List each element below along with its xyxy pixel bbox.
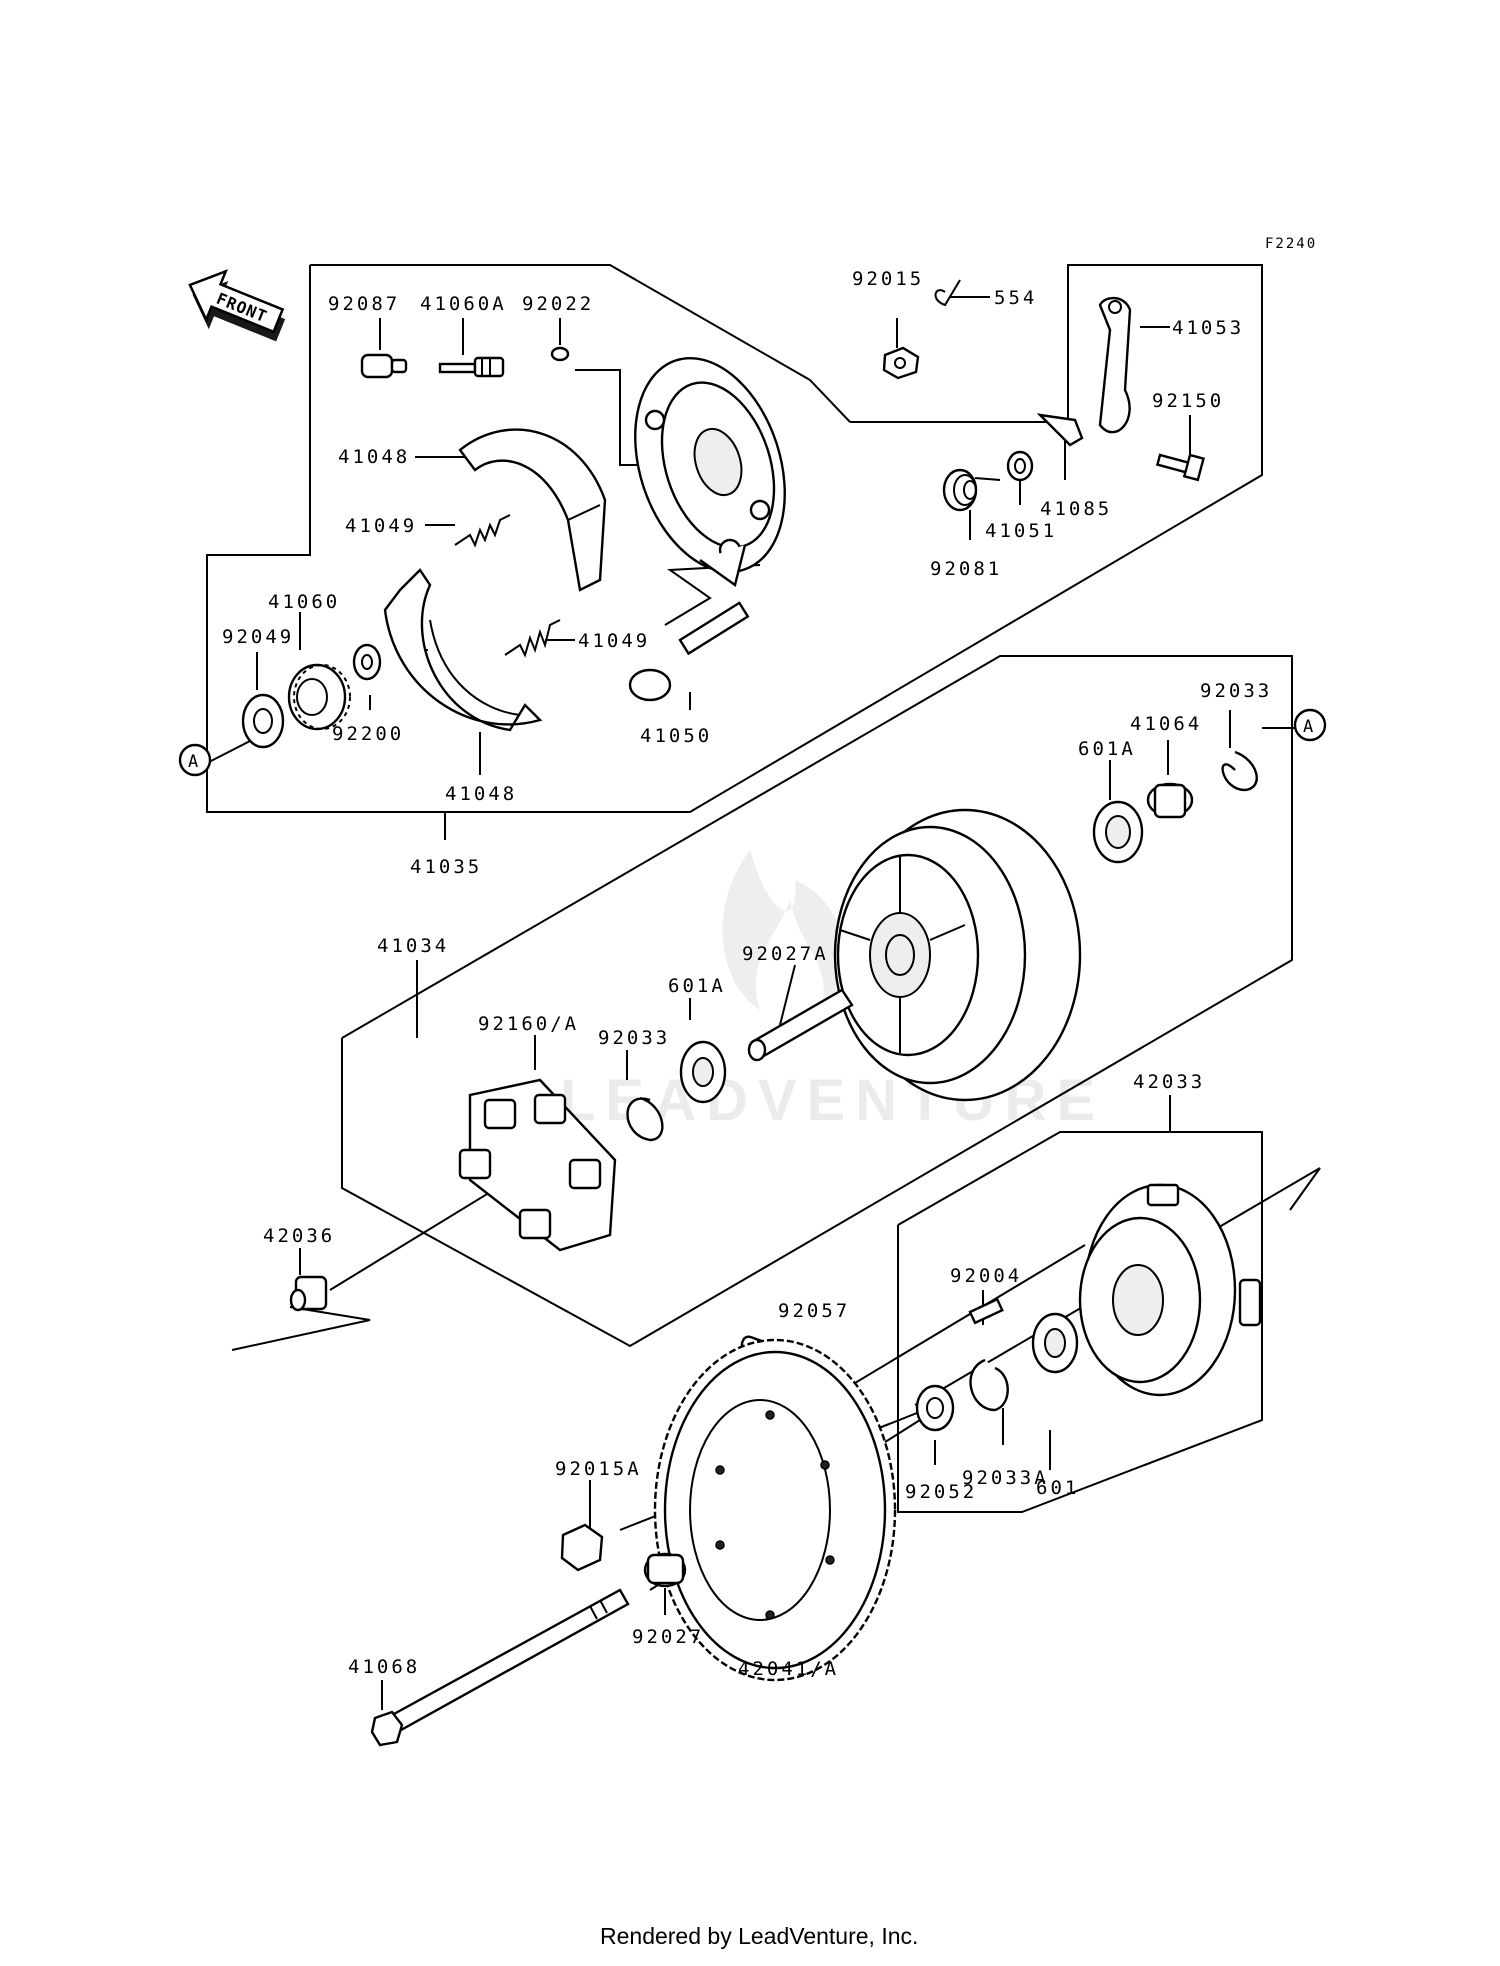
part-92022-shape <box>550 346 570 362</box>
label-554: 554 <box>994 287 1037 309</box>
part-92160a-damper-shape <box>458 1078 617 1252</box>
part-42033-coupling-shape <box>1078 1183 1262 1397</box>
label-92087: 92087 <box>328 293 400 315</box>
part-92150-shape <box>1155 453 1205 482</box>
part-92052-shape <box>915 1384 955 1432</box>
label-92022: 92022 <box>522 293 594 315</box>
label-41060a: 41060A <box>420 293 507 315</box>
ref-marker-a-left: A <box>178 743 212 777</box>
label-92200: 92200 <box>332 723 404 745</box>
part-92033-right-shape <box>1221 750 1258 792</box>
label-92033-left: 92033 <box>598 1027 670 1049</box>
label-92027a: 92027A <box>742 943 829 965</box>
part-42041a-sprocket-shape <box>653 1338 897 1682</box>
label-92150: 92150 <box>1152 390 1224 412</box>
label-92033-right: 92033 <box>1200 680 1272 702</box>
part-92049-shape <box>241 693 285 749</box>
label-601a-right: 601A <box>1078 738 1136 760</box>
label-92052: 92052 <box>905 1481 977 1503</box>
part-41050-shape <box>628 601 750 702</box>
footer-credit: Rendered by LeadVenture, Inc. <box>600 1923 918 1949</box>
label-92160a: 92160/A <box>478 1013 579 1035</box>
part-41064-shape <box>1146 782 1194 819</box>
label-41050: 41050 <box>640 725 712 747</box>
label-41048-upper: 41048 <box>338 446 410 468</box>
part-41053-shape <box>1098 296 1132 434</box>
part-labels: 92087 41060A 92022 92015 554 41053 92150… <box>222 268 1272 1680</box>
label-41034: 41034 <box>377 935 449 957</box>
label-42036: 42036 <box>263 1225 335 1247</box>
label-41048-lower: 41048 <box>445 783 517 805</box>
label-42041a: 42041/A <box>738 1658 839 1680</box>
part-42036-shape <box>289 1275 328 1312</box>
label-41049-upper: 41049 <box>345 515 417 537</box>
part-shapes: A A <box>178 279 1327 1747</box>
part-41068-axle-shape <box>370 1588 630 1747</box>
part-41060-shape <box>287 663 351 731</box>
part-92004-shape <box>968 1297 1004 1325</box>
part-41034-wheel-hub-shape <box>833 808 1082 1102</box>
part-92015-shape <box>882 346 920 380</box>
diagram-code: F2240 <box>1265 236 1317 252</box>
label-41053: 41053 <box>1172 317 1244 339</box>
part-601a-right-shape <box>1092 800 1144 864</box>
label-41051: 41051 <box>985 520 1057 542</box>
label-41060: 41060 <box>268 591 340 613</box>
part-41085-shape <box>1036 413 1084 447</box>
svg-text:A: A <box>1303 717 1313 737</box>
part-601a-left-shape <box>679 1040 727 1104</box>
part-41060a-shape <box>438 356 505 378</box>
group-outlines <box>206 264 1293 1513</box>
part-92015a-shape <box>560 1523 604 1572</box>
label-92057: 92057 <box>778 1300 850 1322</box>
label-601: 601 <box>1036 1477 1079 1499</box>
part-601-shape <box>1031 1312 1079 1374</box>
part-41049-upper-spring-shape <box>454 514 511 548</box>
label-42033: 42033 <box>1133 1071 1205 1093</box>
label-92027: 92027 <box>632 1626 704 1648</box>
part-92087-shape <box>360 353 408 379</box>
part-92033-left-shape <box>626 1096 664 1142</box>
front-arrow-icon: FRONT <box>188 269 286 342</box>
part-92027-shape <box>643 1552 687 1588</box>
label-92015: 92015 <box>852 268 924 290</box>
label-41049-lower: 41049 <box>578 630 650 652</box>
part-92200-shape <box>352 643 382 681</box>
part-92027a-shape <box>747 988 854 1062</box>
svg-text:A: A <box>188 752 198 772</box>
label-92004: 92004 <box>950 1265 1022 1287</box>
label-92015a: 92015A <box>555 1458 642 1480</box>
label-601a-left: 601A <box>668 975 726 997</box>
label-92033a: 92033A <box>962 1467 1049 1489</box>
part-92081-shape <box>942 468 1001 512</box>
part-41051-shape <box>1006 450 1034 482</box>
part-92033a-shape <box>969 1358 1009 1412</box>
part-41049-lower-spring-shape <box>504 619 561 658</box>
label-41068: 41068 <box>348 1656 420 1678</box>
part-41048-upper-shoe-shape <box>458 428 607 592</box>
part-554-shape <box>934 279 961 307</box>
label-41064: 41064 <box>1130 713 1202 735</box>
label-92081: 92081 <box>930 558 1002 580</box>
ref-marker-a-right: A <box>1293 708 1327 742</box>
label-92049: 92049 <box>222 626 294 648</box>
label-41085: 41085 <box>1040 498 1112 520</box>
part-41048-lower-shoe-shape <box>383 568 543 732</box>
part-brake-panel-shape <box>634 356 786 588</box>
label-41035: 41035 <box>410 856 482 878</box>
